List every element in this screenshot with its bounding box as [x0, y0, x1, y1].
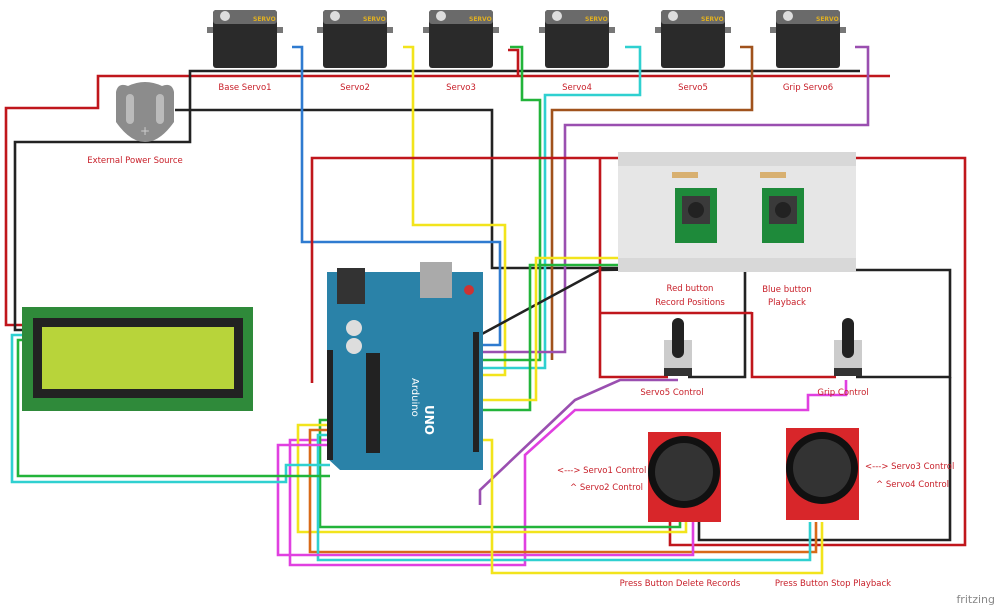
servo-badge: SERVO	[816, 16, 839, 23]
servo-label: Servo2	[340, 83, 370, 93]
wire-brown-servo5	[550, 45, 754, 360]
wire-green-joy1	[318, 418, 682, 529]
joy2-line2: ^ Servo4 Control	[876, 480, 949, 490]
wire-blue-servo1	[292, 45, 502, 347]
servo-label: Grip Servo6	[783, 83, 833, 93]
wire-yellow-servo2	[403, 45, 507, 377]
red-button[interactable]	[672, 172, 717, 243]
arduino-uno: Arduino UNO	[327, 262, 483, 470]
wire-magenta-joy1	[276, 443, 695, 557]
joy1-line1: <---> Servo1 Control	[557, 466, 646, 476]
wire-yellow-joy2	[480, 438, 824, 575]
servo-label: Servo5	[678, 83, 708, 93]
servo-label: Servo3	[446, 83, 476, 93]
servo-label: Servo4	[562, 83, 592, 93]
joy1-line2: ^ Servo2 Control	[570, 483, 643, 493]
servo-label: Base Servo1	[218, 83, 271, 93]
wire-magenta-pot2	[288, 380, 848, 567]
wire-cyan-servo4	[480, 45, 642, 370]
arduino-brand: Arduino	[409, 378, 420, 417]
wire-purple-servo6	[480, 45, 870, 354]
servo-badge: SERVO	[363, 16, 386, 23]
power-jack	[337, 268, 365, 304]
joy2-button-label: Press Button Stop Playback	[775, 579, 891, 589]
arduino-model: UNO	[422, 405, 436, 435]
servo-badge: SERVO	[253, 16, 276, 23]
lcd-display	[22, 307, 253, 411]
red-button-label: Red button	[667, 284, 714, 294]
servo-4: SERVO Servo4	[539, 10, 615, 93]
wire-red-pots	[598, 158, 668, 379]
wires	[4, 45, 967, 575]
blue-button[interactable]	[760, 172, 804, 243]
resistor-icon	[672, 172, 698, 178]
servo-badge: SERVO	[701, 16, 724, 23]
breadboard: Red button Record Positions Blue button …	[618, 152, 856, 308]
pot2-label: Grip Control	[817, 388, 868, 398]
wire-red-breadboard	[310, 156, 967, 547]
power-label: External Power Source	[87, 156, 183, 166]
resistor-icon	[760, 172, 786, 178]
blue-button-label: Blue button	[762, 285, 812, 295]
plus-icon: +	[140, 124, 150, 138]
usb-port	[420, 262, 452, 298]
wire-orange-joy2	[308, 428, 818, 554]
potentiometer-servo5[interactable]	[664, 318, 692, 376]
blue-button-sublabel: Playback	[768, 298, 806, 308]
joystick-2[interactable]	[786, 428, 859, 520]
servo-6: SERVO Grip Servo6	[770, 10, 846, 93]
wire-black-joy	[697, 377, 952, 542]
external-power-source: + External Power Source	[87, 82, 183, 166]
wire-red-servo3	[508, 48, 520, 76]
potentiometer-grip[interactable]	[834, 318, 862, 376]
servo-2: SERVO Servo2	[317, 10, 393, 93]
wire-green-button	[480, 263, 640, 412]
servo-badge: SERVO	[469, 16, 492, 23]
servo-badge: SERVO	[585, 16, 608, 23]
reset-button[interactable]	[464, 285, 474, 295]
wire-black-pot2	[850, 268, 952, 379]
wire-cyan-joy2	[316, 433, 812, 562]
wire-red-power	[4, 74, 890, 327]
red-button-sublabel: Record Positions	[655, 298, 725, 308]
wire-yellow-button	[480, 256, 660, 402]
servo-3: SERVO Servo3	[423, 10, 499, 93]
joystick-1[interactable]	[648, 432, 721, 522]
wire-purple-pot1	[478, 378, 678, 505]
wire-yellow-joy1	[296, 423, 688, 534]
servo-5: SERVO Servo5	[655, 10, 731, 93]
servos: SERVO Base Servo1 SERVO Servo2 SERVO Ser…	[207, 10, 846, 93]
joy2-line1: <---> Servo3 Control	[865, 462, 954, 472]
fritzing-watermark: fritzing	[956, 593, 995, 606]
wire-red-pot2	[750, 312, 836, 379]
wire-black-pots	[688, 270, 747, 379]
wire-cyan-lcd	[10, 333, 330, 484]
joy1-button-label: Press Button Delete Records	[620, 579, 741, 589]
pot1-label: Servo5 Control	[640, 388, 703, 398]
servo-1: SERVO Base Servo1	[207, 10, 283, 93]
